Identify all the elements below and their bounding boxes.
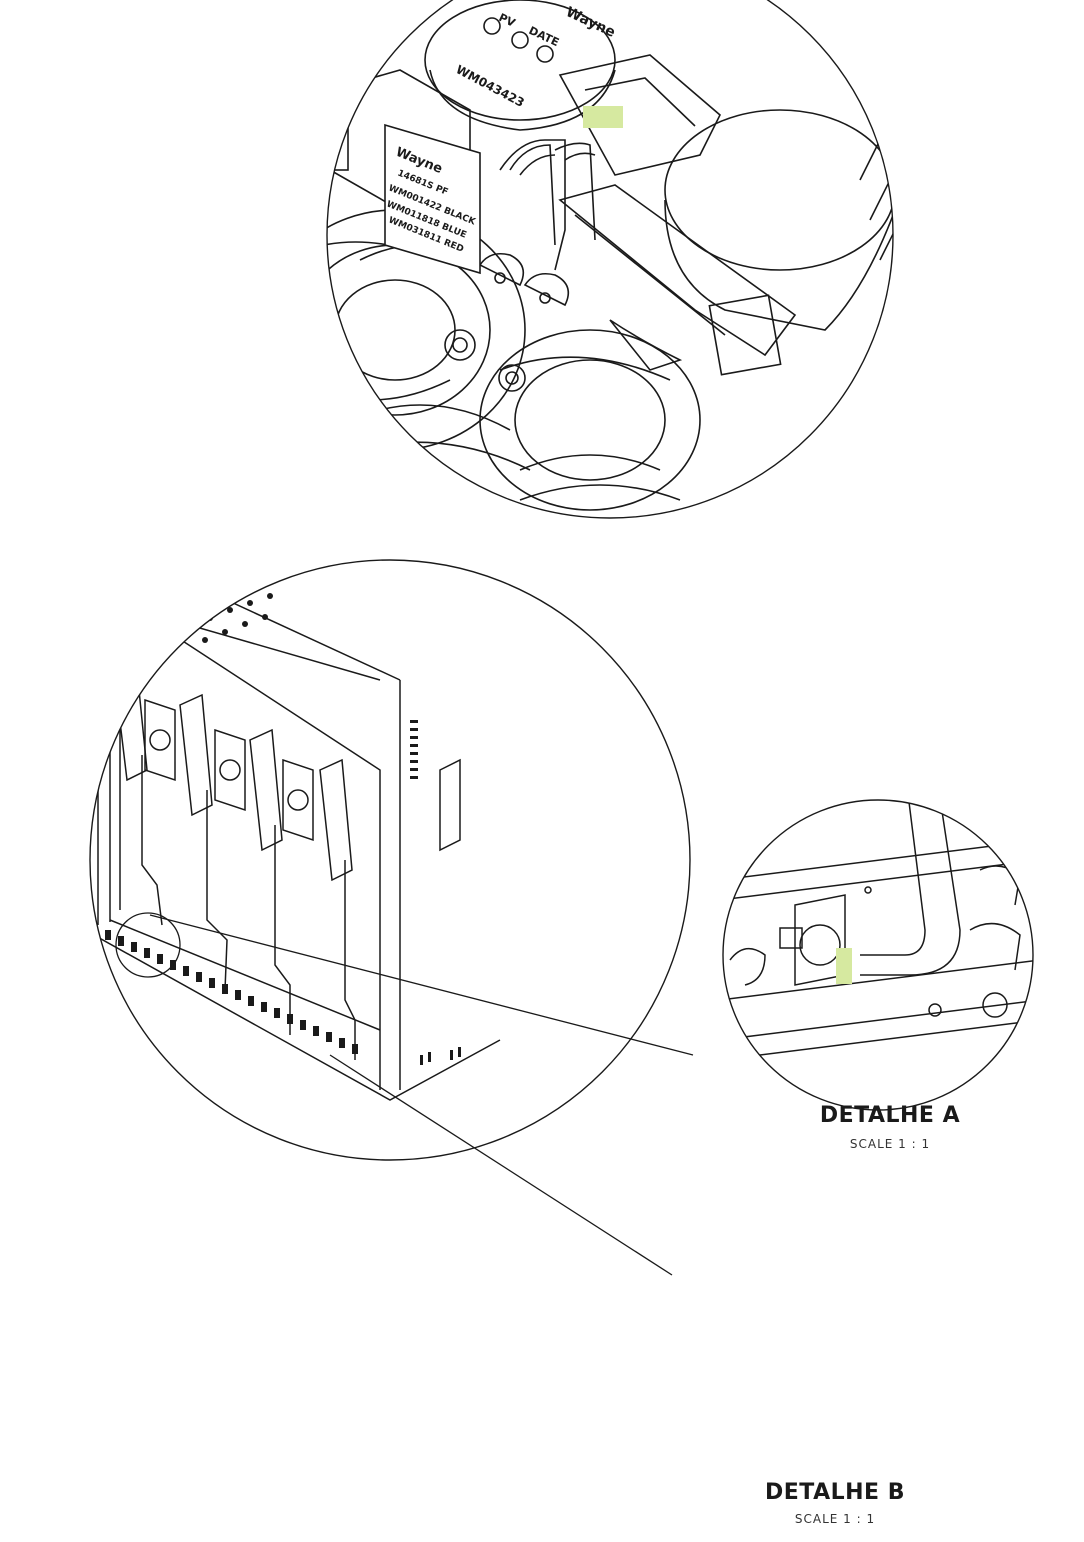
detail-marker (115, 912, 181, 978)
detail-a-view (722, 799, 1034, 1111)
leader-line-a (149, 914, 694, 1056)
detail-b-scale: SCALE 1 : 1 (794, 1512, 876, 1526)
detail-b-title: DETALHE B (764, 1480, 905, 1505)
detail-a-scale: SCALE 1 : 1 (849, 1137, 931, 1151)
detail-a-title: DETALHE A (819, 1103, 961, 1128)
top-detail-view (326, 0, 894, 519)
cap-part-number: WM043423 (454, 62, 527, 110)
highlight-sticker (583, 106, 623, 128)
cap-text-brand: Wayne (563, 4, 617, 41)
detail-a-sticker (836, 948, 852, 984)
leader-line-b (329, 1054, 673, 1276)
cabinet-view (89, 559, 694, 1276)
product-label (384, 123, 481, 275)
